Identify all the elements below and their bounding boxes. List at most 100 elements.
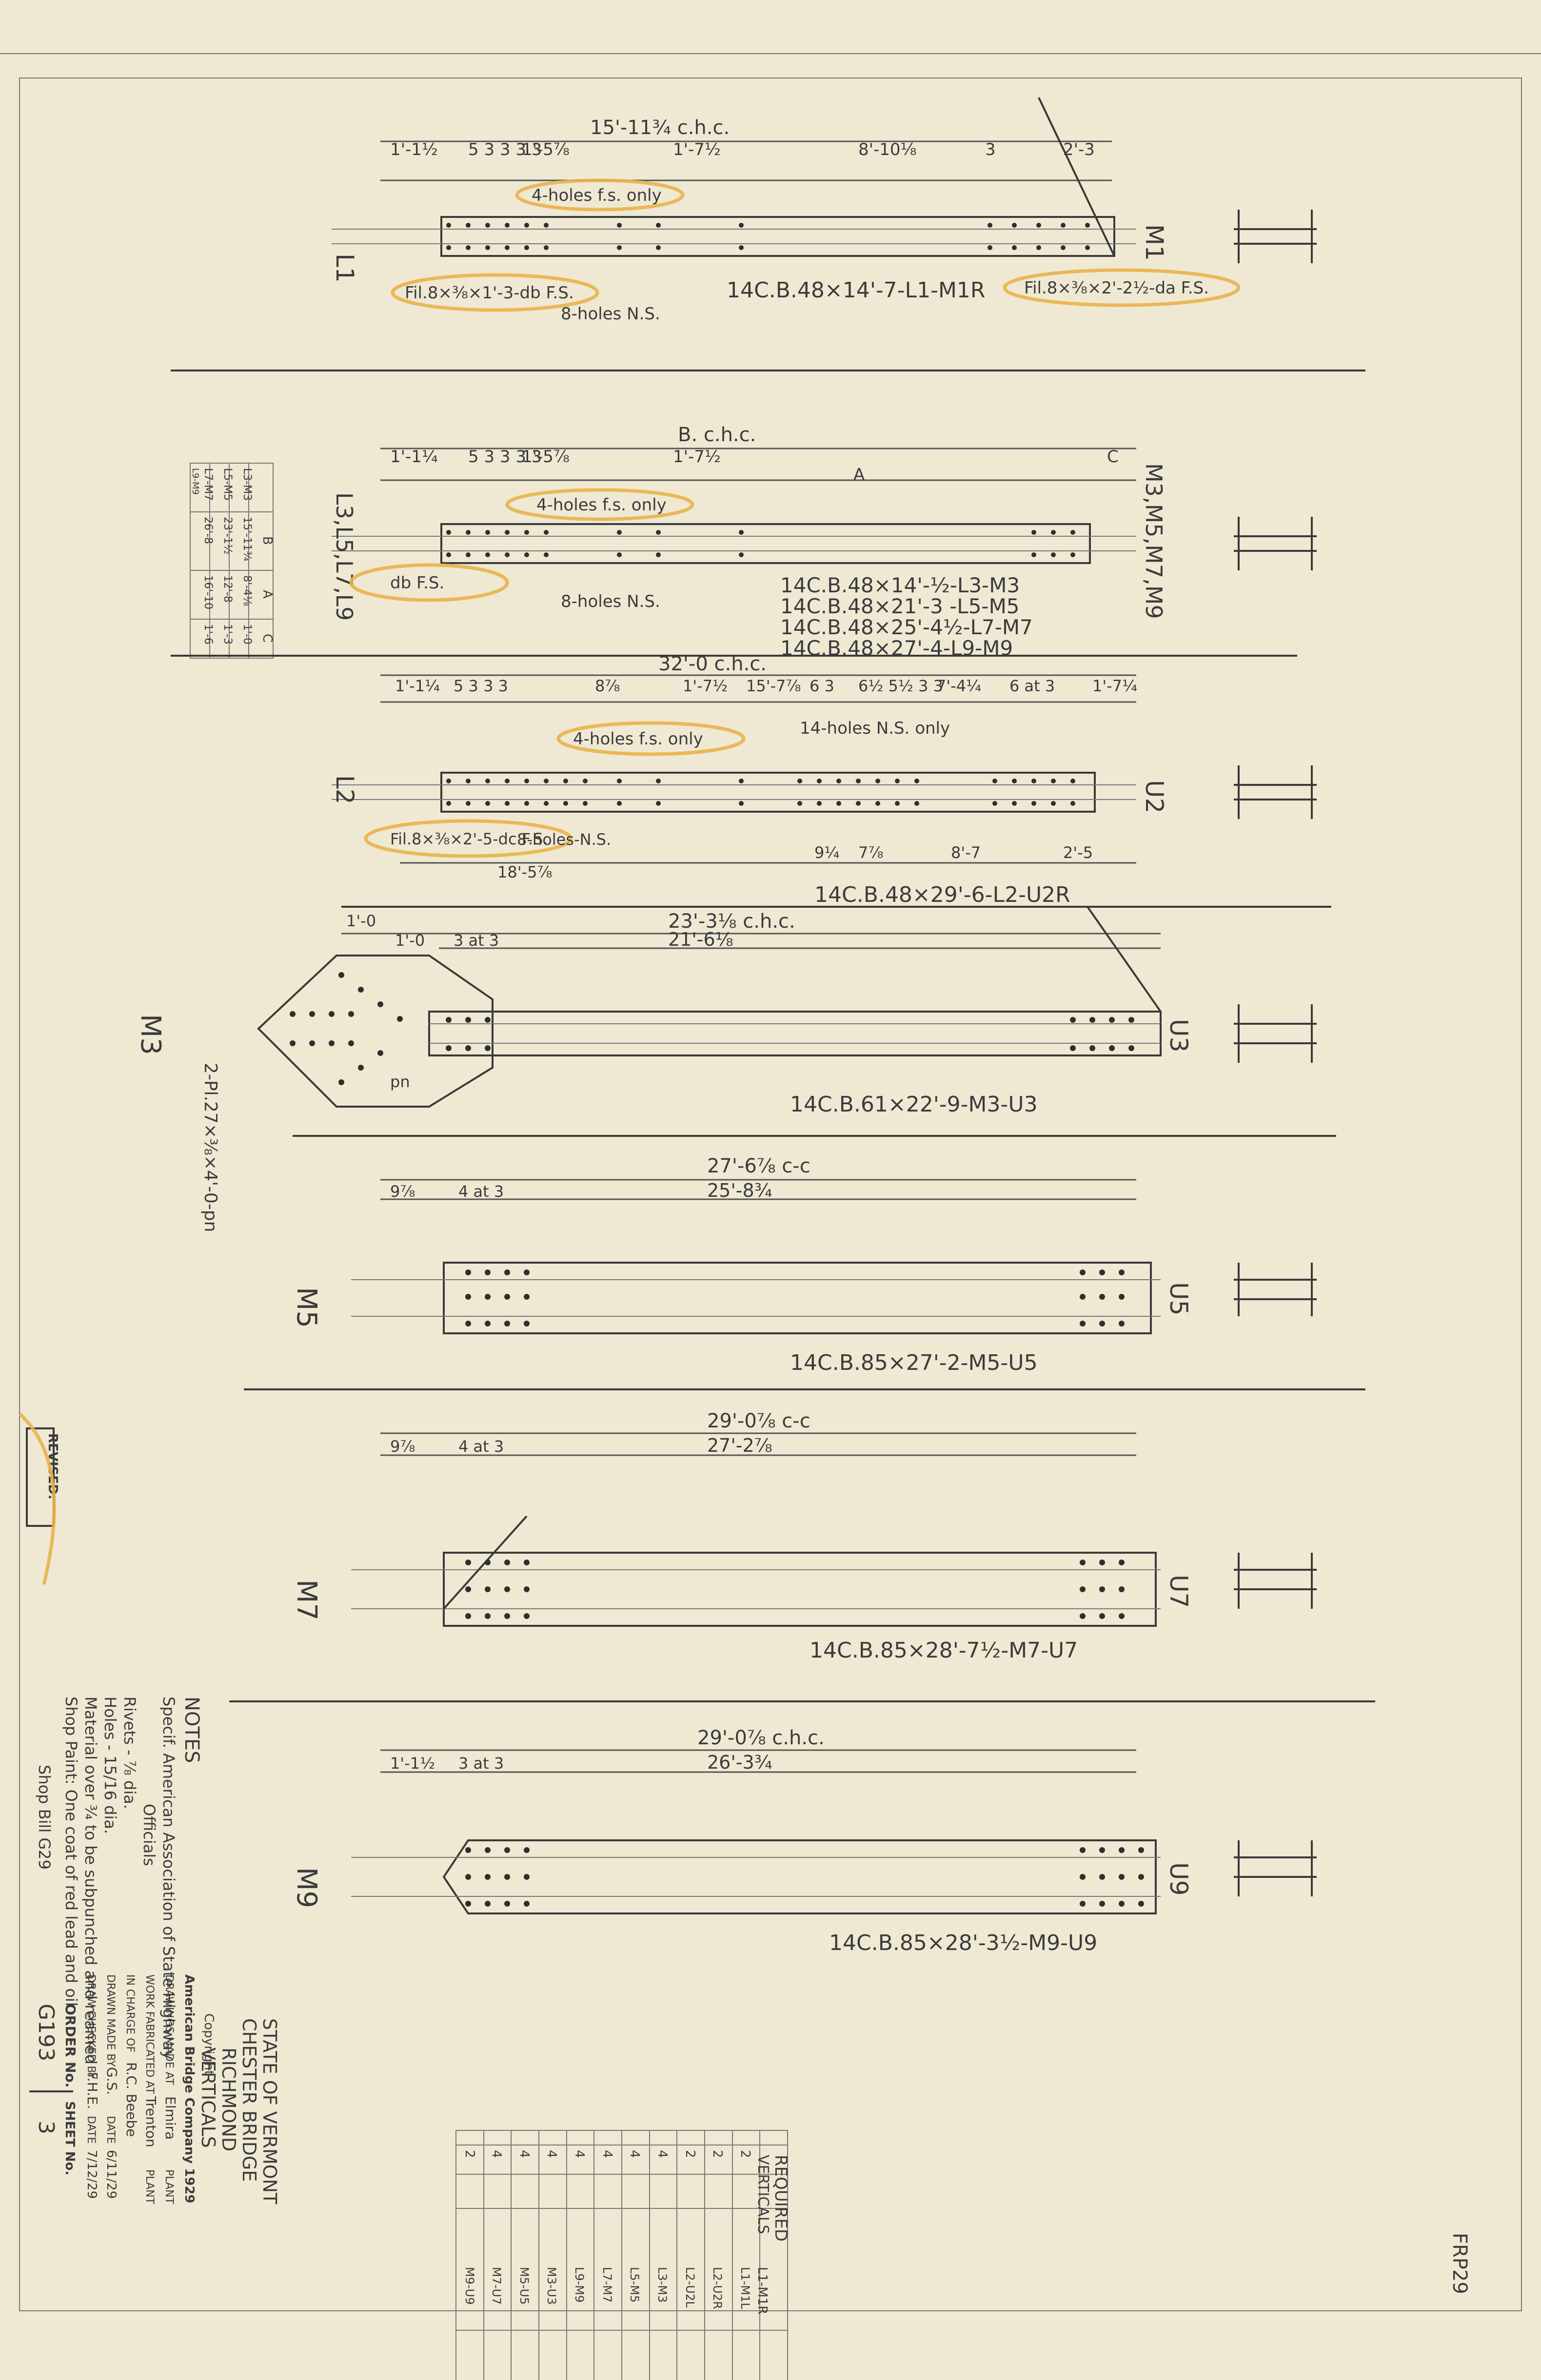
m7-left-label: M7	[291, 1580, 322, 1620]
l2-dim-4: 1'-7½	[683, 677, 728, 695]
l2-dim-10: 1'-7¼	[1092, 677, 1137, 695]
req-mark: L2-U2L	[683, 2267, 697, 2308]
m5-left-label: M5	[291, 1287, 322, 1328]
required-col-lines	[483, 2130, 760, 2380]
req-mark: M5-U5	[517, 2267, 531, 2304]
l2-dim-13: 8'-7	[951, 843, 981, 862]
m1-cc-dim: 15'-11¾ c.h.c.	[590, 117, 730, 139]
l2-title: 14C.B.48×29'-6-L2-U2R	[814, 882, 1070, 907]
tb-value: Elmira	[162, 2096, 178, 2140]
revised-stamp: REVISED:	[18, 1412, 60, 1585]
m9-dim-1: 1'-1½	[390, 1754, 435, 1773]
m1-dim-3: 1'-5⅞	[522, 140, 570, 159]
note-line: Shop Paint: One coat of red lead and oil…	[62, 1697, 80, 2011]
note-line: Holes - 15/16 dia.	[101, 1697, 119, 1834]
m3u3-section-icon	[1234, 1004, 1317, 1063]
req-mark: L1-M1L	[738, 2267, 752, 2309]
tb-label: WORK FABRICATED AT	[143, 1974, 156, 2094]
table-cell: 8'-4⅛	[241, 575, 253, 606]
m3-title-2: 14C.B.48×21'-3 -L5-M5	[780, 594, 1020, 618]
m9-title: 14C.B.85×28'-3½-M9-U9	[829, 1931, 1097, 1955]
tb-suffix: PLANT	[163, 2169, 175, 2204]
m1-dim-2: 5 3 3 3 3	[468, 140, 542, 159]
m7-dim2: 27'-2⅞	[707, 1435, 772, 1456]
table-row-label: L3-M3	[241, 468, 253, 501]
req-qty: 2	[710, 2150, 725, 2158]
m1-dim-4: 1'-7½	[673, 140, 721, 159]
m5-dim2: 25'-8¾	[707, 1180, 772, 1201]
table-cell: 16'-10	[202, 575, 214, 609]
required-header: L1-M1R	[755, 2267, 770, 2314]
l2-note-2: 14-holes N.S. only	[800, 719, 950, 738]
m3-dim-2: 5 3 3 3 3	[468, 447, 542, 467]
note-line: Material over ¾ to be subpunched and rea…	[81, 1697, 100, 2065]
member-l2-u2: 32'-0 c.h.c. 1'-1¼ 5 3 3 3 8⅞ 1'-7½ 15'-…	[331, 653, 1317, 907]
member-l3-m3-series: B. c.h.c. 1'-1¼ 5 3 3 3 3 1'-5⅞ 1'-7½ A …	[190, 424, 1317, 660]
table-cell: 1'-6	[202, 624, 214, 644]
tb-date-label: DATE	[85, 2116, 97, 2144]
l2-dim-9: 6 at 3	[1009, 677, 1055, 695]
table-cell: 23'-1½	[221, 517, 234, 554]
req-qty: 4	[655, 2150, 670, 2158]
m7-right-label: U7	[1165, 1575, 1193, 1608]
m3-title-3: 14C.B.48×25'-4½-L7-M7	[780, 615, 1033, 639]
tb-value: R.C. Beebe	[123, 2062, 139, 2137]
order-number: G193	[34, 2004, 59, 2061]
m7-cc-dim: 29'-0⅞ c-c	[707, 1410, 810, 1432]
tb-value: G.S.	[104, 2067, 120, 2095]
m1-left-label: L1	[331, 254, 359, 283]
notes-block: NOTES Specif. American Association of St…	[35, 1697, 203, 2065]
l2-dim-6: 6 3	[810, 677, 834, 695]
m1-right-label: M1	[1140, 224, 1168, 261]
m5-cc-dim: 27'-6⅞ c-c	[707, 1155, 810, 1177]
table-row-label: L7-M7	[202, 468, 214, 501]
l2-dim-14: 2'-5	[1063, 843, 1093, 862]
m9-cc-dim: 29'-0⅞ c.h.c.	[697, 1727, 825, 1749]
l2-dim-3: 8⅞	[595, 677, 620, 695]
m5-section-icon	[1234, 1263, 1317, 1316]
table-header-a: A	[260, 590, 275, 599]
l2-dim-11: 9¼	[814, 843, 839, 862]
l2-dim-5: 15'-7⅞	[746, 677, 801, 695]
tb-label: IN CHARGE OF	[124, 1974, 136, 2052]
m9-left-label: M9	[291, 1867, 322, 1908]
m1-title: 14C.B.48×14'-7-L1-M1R	[727, 278, 985, 303]
sheet-label: SHEET No.	[62, 2101, 77, 2175]
req-mark: L3-M3	[655, 2267, 669, 2302]
tb-date: 6/11/29	[104, 2150, 119, 2199]
tb-label: DRAWINGS MADE AT	[163, 1974, 175, 2085]
m3-dim-1: 1'-1¼	[390, 447, 438, 467]
required-header: VERTICALS	[754, 2155, 771, 2234]
m3u3-dim-3: 3 at 3	[454, 931, 499, 950]
m9-right-label: U9	[1165, 1862, 1193, 1895]
title-line: CHESTER BRIDGE	[238, 2018, 260, 2182]
m3-dim-4: 1'-7½	[673, 447, 721, 467]
l2-dim-1: 1'-1¼	[395, 677, 440, 695]
m3-note-1: 4-holes f.s. only	[536, 495, 667, 515]
table-row-label: L9-M9	[190, 468, 200, 495]
m3-dimension-table: B A C L3-M3 L5-M5 L7-M7 15'-11¾ 23'-1½ 2…	[190, 463, 275, 659]
m3-dim-6: C	[1107, 447, 1119, 467]
m3u3-dim-1: 1'-0	[346, 912, 376, 930]
m3u3-note-2: pn	[390, 1073, 410, 1091]
table-header-c: C	[260, 634, 275, 643]
m3u3-dim2: 21'-6⅛	[668, 929, 733, 950]
req-qty: 2	[462, 2150, 477, 2158]
m7-dim-2: 4 at 3	[458, 1437, 504, 1456]
l2-dim-2: 5 3 3 3	[454, 677, 508, 695]
tb-suffix: PLANT	[143, 2169, 156, 2204]
m1-dim-7: 2'-3	[1063, 140, 1095, 159]
tb-date-label: DATE	[104, 2116, 117, 2144]
req-mark: M7-U7	[490, 2267, 503, 2304]
req-mark: L9-M9	[573, 2267, 586, 2302]
m5-dim-1: 9⅞	[390, 1182, 415, 1201]
title-line: STATE OF VERMONT	[259, 2018, 280, 2204]
l2-dim-8: 7'-4¼	[936, 677, 981, 695]
m1-note-4: Fil.8×⅜×2'-2½-da F.S.	[1024, 278, 1209, 298]
title-line: RICHMOND	[218, 2048, 239, 2151]
m1-note-1: 4-holes f.s. only	[532, 186, 662, 205]
sheet-number-mark: FRP29	[1448, 2233, 1471, 2294]
l2-dim-15: 18'-5⅞	[497, 863, 552, 881]
member-m9-u9: 29'-0⅞ c.h.c. 26'-3¾ 1'-1½ 3 at 3 M9 U9 …	[291, 1727, 1317, 1955]
m3-cc-dim: B. c.h.c.	[678, 424, 756, 446]
